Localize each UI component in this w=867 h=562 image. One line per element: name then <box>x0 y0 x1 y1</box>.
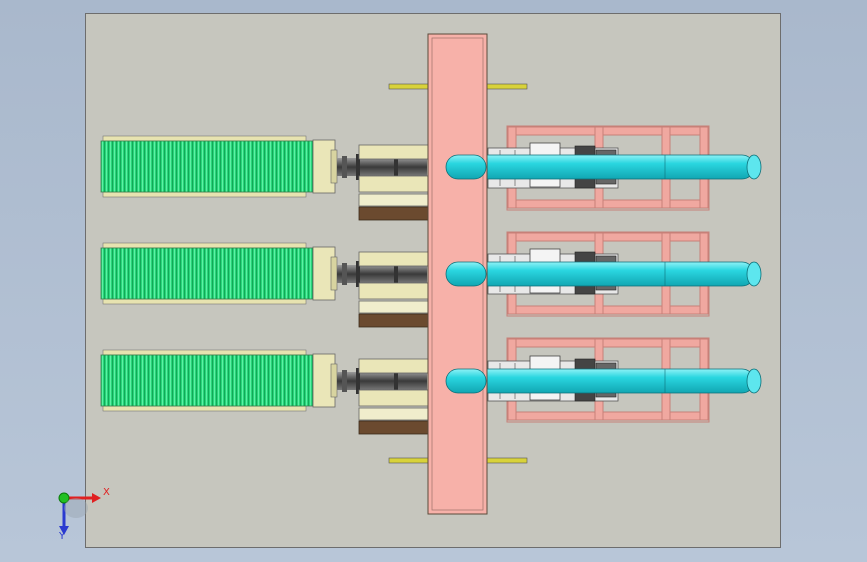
cyan-pipe-3[interactable] <box>457 368 762 394</box>
mounting-plate-top-right <box>486 83 528 90</box>
coupling-housing-2 <box>358 251 430 328</box>
pipe-elbow-1 <box>445 154 487 180</box>
coupling-housing-1 <box>358 144 430 221</box>
coupling-housing-3 <box>358 358 430 435</box>
drive-shaft-3 <box>337 368 427 394</box>
triad-origin <box>58 492 70 504</box>
cyan-pipe-1[interactable] <box>457 154 762 180</box>
pipe-elbow-2 <box>445 261 487 287</box>
mounting-plate-bottom-left <box>388 457 430 464</box>
conveyor-1[interactable] <box>100 135 338 198</box>
x-axis-label: X <box>103 487 110 498</box>
assembly-unit-1[interactable] <box>100 125 762 221</box>
y-axis-label: Y <box>59 531 66 542</box>
conveyor-3[interactable] <box>100 349 338 412</box>
mounting-plate-bottom-right <box>486 457 528 464</box>
drive-shaft-2 <box>337 261 427 287</box>
conveyor-2[interactable] <box>100 242 338 305</box>
cyan-pipe-2[interactable] <box>457 261 762 287</box>
assembly-unit-3[interactable] <box>100 337 762 435</box>
drive-shaft-1 <box>337 154 427 180</box>
pipe-elbow-3 <box>445 368 487 394</box>
coordinate-triad <box>58 492 101 535</box>
mounting-plate-top-left <box>388 83 430 90</box>
